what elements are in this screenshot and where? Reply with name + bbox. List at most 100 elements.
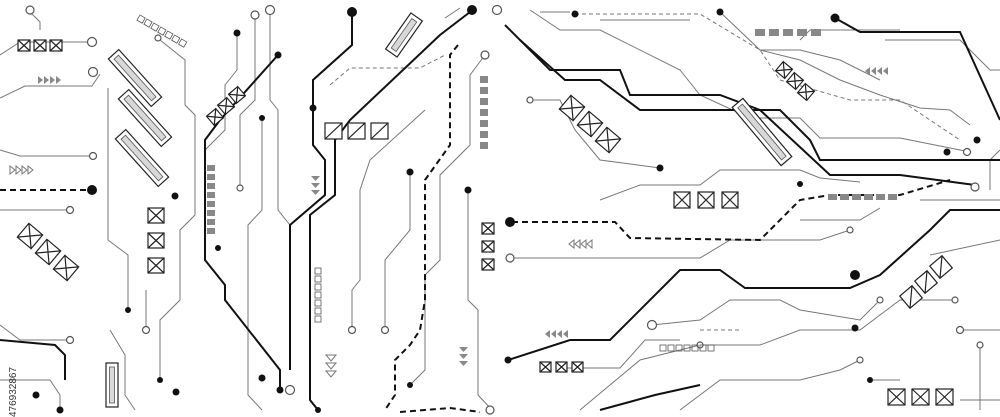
thin-trace [239,15,256,185]
segment [207,165,215,171]
thin-trace [719,11,971,126]
thin-trace [599,169,861,201]
chip [731,97,793,167]
thin-trace [29,11,41,30]
chevron-markers [9,67,888,378]
filled-via [172,388,180,396]
hollow-via [264,4,276,16]
hollow-via [480,50,490,60]
segment [207,228,215,234]
filled-via [259,115,265,121]
thick-trace [507,209,1000,361]
hollow-via [970,182,980,192]
segment [840,194,849,200]
segment [207,192,215,198]
segment [207,201,215,207]
crossed-square-diagonal [558,94,622,154]
chevron-left-group [865,67,888,75]
hollow-via [25,5,35,15]
filled-via [407,382,413,388]
filled-via [830,13,840,23]
hollow-via [505,253,515,263]
hollow-via [380,325,390,335]
crossed-square-row [887,388,954,406]
segment [207,183,215,189]
filled-via [867,377,873,383]
filled-vias [32,5,981,414]
filled-via [943,148,951,156]
thin-trace [0,379,61,410]
thin-trace [560,339,680,369]
chevron-right-group [38,76,61,84]
hollow-via [87,66,99,78]
crossed-square-diagonal [898,254,954,310]
thin-trace [510,229,851,259]
chevron-down-outline-group [324,354,338,378]
crossed-square-arrays [16,39,954,406]
crossed-square-row [17,39,63,52]
filled-via [851,324,859,332]
hollow-via [141,325,151,335]
thin-trace [799,29,900,41]
segment [888,194,897,200]
hollow-via [526,96,534,104]
thin-trace [679,359,861,411]
thin-trace [800,207,881,221]
hollow-via [646,319,658,331]
thin-trace [409,54,486,386]
chip [117,88,173,148]
segment [480,109,488,116]
segment [876,194,885,200]
thin-trace [929,239,1000,256]
thin-trace [204,35,238,151]
segmented-bars [207,29,897,234]
segment [480,87,488,94]
filled-via [406,168,414,176]
thin-trace [247,120,263,411]
chevron-down-group [311,176,320,195]
thin-trace [444,7,461,19]
thick-trace [504,24,976,186]
segment [797,29,807,36]
thick-trace [204,54,281,390]
thin-trace [651,299,881,326]
hollow-via [955,325,965,335]
segment [480,98,488,105]
thin-trace [989,149,1000,190]
crossed-square-column [147,207,165,274]
thin-trace [579,299,955,411]
thick-dashed-trace [512,179,951,242]
segment [811,29,821,36]
filled-via [850,270,860,280]
filled-via [309,104,317,112]
thin-trace [107,88,129,310]
hollow-via [491,4,503,16]
hollow-via [347,325,357,335]
segment [783,29,793,36]
hollow-via [88,151,98,161]
thin-trace [0,324,70,341]
filled-via [233,29,241,37]
segment [864,194,873,200]
thin-trace [159,39,196,380]
thin-trace [467,192,493,411]
crossed-square-diagonal [774,60,816,102]
filled-via [258,374,266,382]
chip-components [105,12,793,408]
hollow-via [962,147,972,157]
thin-trace [384,175,411,330]
crossed-square-row [539,361,584,373]
chip [114,128,170,188]
crossed-square-row [324,122,389,140]
filled-via [467,5,477,15]
hollow-via [976,341,984,349]
thick-traces [0,11,1000,411]
filled-via [56,406,64,414]
square-strip [314,267,322,323]
segment [207,210,215,216]
hollow-vias [25,4,984,415]
chip [105,362,119,408]
crossed-square-row [673,191,739,209]
thin-trace [109,329,136,411]
